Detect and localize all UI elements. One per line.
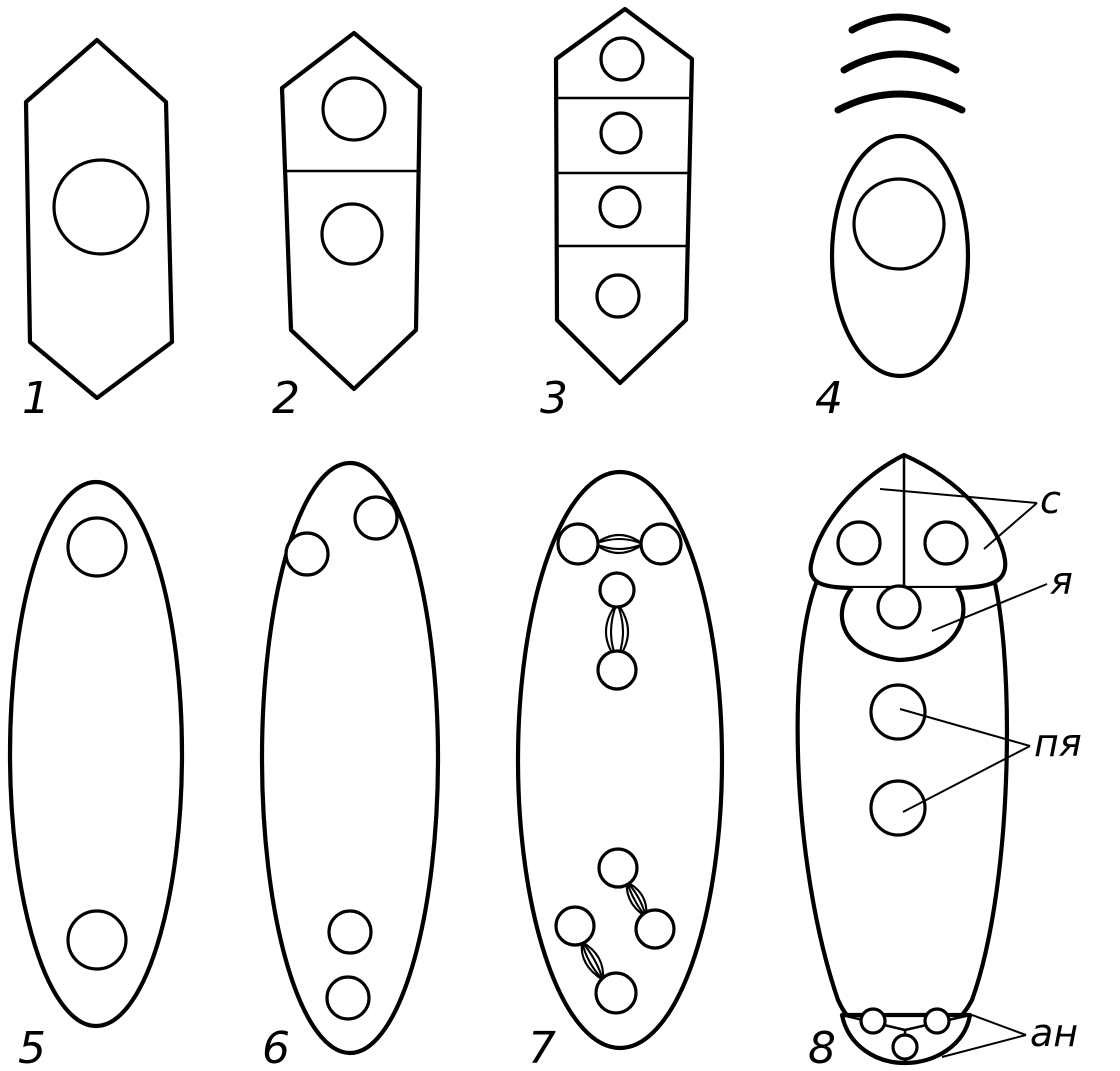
stage-8-synergids [811, 455, 1006, 588]
stage-8-synergid-nucleus-right [925, 522, 967, 564]
stage-2-diagram: 2 [272, 33, 420, 424]
stage-5-diagram: 5 [10, 482, 182, 1071]
stage-5-nucleus-lower [68, 911, 126, 969]
stage-2-number: 2 [272, 373, 300, 424]
stage-7-diagram: 7 [518, 472, 722, 1071]
stage-6-diagram: 6 [262, 463, 438, 1071]
stage-1-number: 1 [22, 373, 50, 424]
label-antipodals: ан [1030, 1011, 1078, 1055]
stage-4-degenerate-megaspore-1 [852, 17, 947, 30]
stage-2-nucleus-lower [322, 204, 382, 264]
stage-6-number: 6 [262, 1023, 290, 1071]
stage-4-nucleus [854, 179, 944, 269]
stage-6-nucleus-2 [355, 497, 397, 539]
label-synergids: с [1040, 478, 1061, 522]
stage-4-degenerate-megaspore-2 [844, 54, 956, 70]
stage-5-number: 5 [18, 1023, 46, 1071]
stage-8-synergid-nucleus-left [838, 522, 880, 564]
stage-8-number: 8 [808, 1023, 836, 1071]
stage-7-cell [518, 472, 722, 1048]
stage-8-polar-nucleus-lower [871, 781, 925, 835]
label-egg-cell: я [1050, 559, 1073, 603]
stage-2-nucleus-upper [323, 78, 385, 140]
stage-6-nucleus-1 [286, 533, 328, 575]
stage-8-antipodal-nucleus-2 [925, 1009, 949, 1033]
stage-4-number: 4 [815, 373, 843, 424]
stage-1-diagram: 1 [22, 40, 172, 424]
stage-3-nucleus-2 [601, 113, 641, 153]
stage-6-nucleus-4 [327, 977, 369, 1019]
stage-3-diagram: 3 [540, 9, 692, 424]
stage-8-antipodal-nucleus-1 [861, 1009, 885, 1033]
stage-4-diagram: 4 [815, 17, 968, 424]
stage-3-nucleus-4 [597, 275, 639, 317]
stage-3-nucleus-1 [601, 38, 643, 80]
leader-antipodal-1 [972, 1015, 1026, 1035]
stage-8-egg-nucleus [878, 586, 920, 628]
stage-6-nucleus-3 [329, 911, 371, 953]
stage-3-number: 3 [540, 373, 568, 424]
stage-7-number: 7 [528, 1023, 556, 1071]
stage-3-nucleus-3 [600, 187, 640, 227]
label-polar-nuclei: пя [1034, 721, 1082, 765]
stage-8-diagram: с я пя ан 8 [798, 455, 1082, 1071]
stage-5-nucleus-upper [68, 518, 126, 576]
stage-1-nucleus [54, 160, 148, 254]
stage-8-polar-nucleus-upper [871, 685, 925, 739]
stage-8-antipodal-nucleus-3 [893, 1035, 917, 1059]
stage-4-degenerate-megaspore-3 [838, 94, 962, 110]
